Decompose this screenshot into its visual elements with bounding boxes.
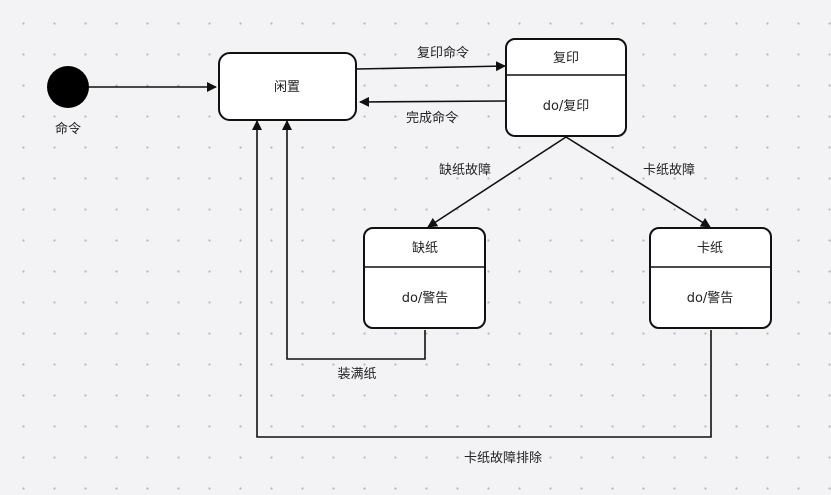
state-idle-name: 闲置 — [274, 80, 300, 95]
transition-label-jam-fault: 卡纸故障 — [643, 163, 695, 178]
state-copy[interactable]: 复印 do/复印 — [505, 38, 627, 137]
state-idle[interactable]: 闲置 — [218, 52, 357, 121]
edge-no-paper-to-idle[interactable] — [282, 120, 426, 360]
edge-jam-to-idle[interactable] — [252, 120, 712, 438]
state-jam-action: do/警告 — [687, 290, 734, 306]
initial-state-dot[interactable] — [47, 66, 89, 108]
edge-copy-to-jam[interactable] — [565, 136, 711, 228]
transition-label-no-paper-fault: 缺纸故障 — [439, 163, 491, 178]
state-no-paper-box[interactable] — [363, 227, 486, 329]
state-copy-action: do/复印 — [543, 99, 590, 114]
transition-label-refill-paper: 装满纸 — [337, 367, 376, 382]
state-copy-box[interactable] — [505, 38, 627, 137]
transition-label-copy-command: 复印命令 — [417, 45, 469, 61]
edge-idle-to-copy[interactable] — [356, 61, 506, 72]
state-no-paper-name: 缺纸 — [412, 241, 438, 256]
transition-label-done-command: 完成命令 — [406, 110, 458, 126]
state-no-paper[interactable]: 缺纸 do/警告 — [363, 227, 486, 329]
transition-label-clear-jam: 卡纸故障排除 — [464, 451, 542, 466]
state-idle-box[interactable] — [218, 52, 357, 121]
state-jam-name: 卡纸 — [697, 241, 723, 256]
state-jam-box[interactable] — [649, 227, 772, 329]
initial-state-label: 命令 — [55, 121, 81, 137]
state-copy-name: 复印 — [553, 51, 579, 66]
edge-copy-to-no-paper[interactable] — [427, 136, 567, 228]
edge-copy-to-idle[interactable] — [359, 96, 506, 107]
state-jam[interactable]: 卡纸 do/警告 — [649, 227, 772, 329]
state-no-paper-action: do/警告 — [402, 290, 449, 306]
